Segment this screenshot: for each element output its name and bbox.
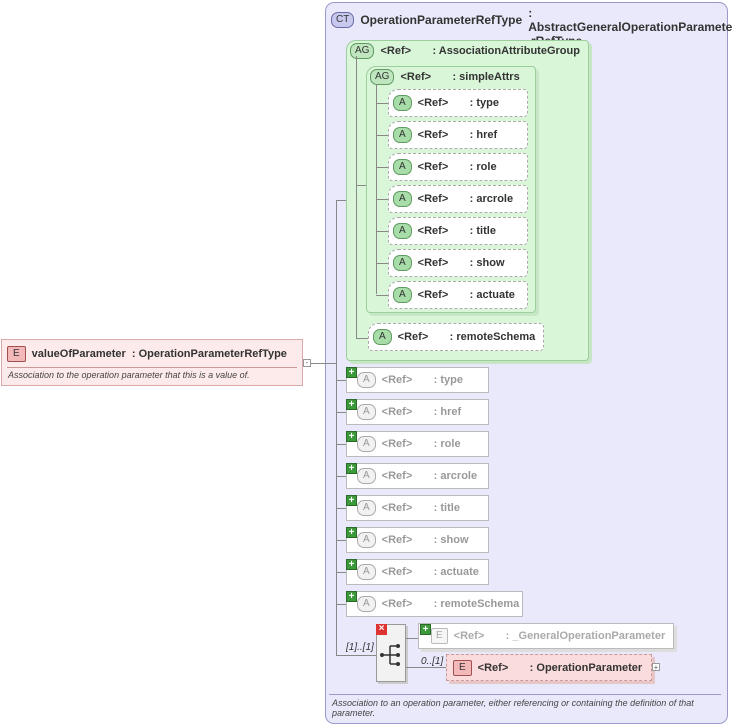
choice-icon [380,644,400,666]
expand-plus-icon[interactable]: + [346,591,357,602]
complex-type-badge: CT [331,12,355,28]
simple-attrs-badge: AG [370,69,395,85]
ag-ref: <Ref> [380,45,412,57]
complex-type-name: OperationParameterRefType [360,13,523,27]
branch [376,135,388,136]
branch [376,199,388,200]
expand-toggle-icon[interactable]: + [652,663,660,672]
simple-attrs-header: AG <Ref> : simpleAttrs [370,69,520,85]
ct-divider [329,694,721,695]
collapse-toggle-icon[interactable]: - [303,359,311,367]
inherited-attr-role[interactable]: A<Ref>: role [346,431,489,457]
branch [376,103,388,104]
attr-href[interactable]: A<Ref>: href [388,121,528,149]
ag-branch-simple [356,185,366,186]
branch [376,167,388,168]
root-element-type: : OperationParameterRefType [131,348,287,360]
inherited-attr-actuate[interactable]: A<Ref>: actuate [346,559,489,585]
simple-attrs-name: : simpleAttrs [452,71,520,83]
branch [336,508,346,509]
branch [336,444,346,445]
choice-compositor[interactable] [376,624,406,682]
branch [336,604,346,605]
attr-title[interactable]: A<Ref>: title [388,217,528,245]
expand-plus-icon[interactable]: + [346,527,357,538]
choice-cardinality: [1]..[1] [346,642,374,653]
branch [336,572,346,573]
branch [406,638,418,639]
choice-branch [336,655,376,656]
inherited-attr-arcrole[interactable]: A<Ref>: arcrole [346,463,489,489]
root-element-box[interactable]: E valueOfParameter : OperationParameterR… [1,339,303,386]
attr-remote-schema[interactable]: A<Ref>: remoteSchema [368,323,544,351]
element-badge: E [7,346,26,362]
simple-attrs-line [376,84,377,294]
branch [336,476,346,477]
expand-plus-icon[interactable]: + [346,559,357,570]
branch [376,295,388,296]
expand-plus-icon[interactable]: + [346,367,357,378]
trunk-stub [325,363,337,364]
root-divider [7,367,297,368]
branch [336,412,346,413]
inherited-attr-show[interactable]: A<Ref>: show [346,527,489,553]
branch-ag [336,200,346,201]
complex-type-base: : AbstractGeneralOperationParamete [528,6,733,34]
inherited-attr-title[interactable]: A<Ref>: title [346,495,489,521]
inherited-attr-href[interactable]: A<Ref>: href [346,399,489,425]
branch [336,380,346,381]
inherited-attr-remote-schema[interactable]: A<Ref>: remoteSchema [346,591,523,617]
branch [336,540,346,541]
branch [376,263,388,264]
expand-plus-icon[interactable]: + [346,495,357,506]
general-operation-parameter[interactable]: E <Ref> : _GeneralOperationParameter [418,623,674,649]
ag-inner-line [356,56,357,339]
branch [376,231,388,232]
remove-x-icon[interactable]: × [376,624,387,635]
connector-line [311,363,325,364]
expand-plus-icon[interactable]: + [346,463,357,474]
attr-role[interactable]: A<Ref>: role [388,153,528,181]
expand-plus-icon[interactable]: + [346,431,357,442]
attr-type[interactable]: A<Ref>: type [388,89,528,117]
branch [406,667,446,668]
inherited-attr-type[interactable]: A<Ref>: type [346,367,489,393]
ag-badge: AG [350,43,375,59]
root-element-description: Association to the operation parameter t… [8,370,250,380]
ag-branch-remote [356,338,370,339]
simple-attrs-ref: <Ref> [400,71,432,83]
operation-parameter-element[interactable]: E <Ref> : OperationParameter [446,654,652,681]
attr-show[interactable]: A<Ref>: show [388,249,528,277]
association-group-header: AG <Ref> : AssociationAttributeGroup [350,43,580,59]
expand-plus-icon[interactable]: + [346,399,357,410]
attr-actuate[interactable]: A<Ref>: actuate [388,281,528,309]
expand-plus-icon[interactable]: + [420,624,431,635]
attr-arcrole[interactable]: A<Ref>: arcrole [388,185,528,213]
root-element-name: valueOfParameter [31,348,126,360]
ag-name: : AssociationAttributeGroup [432,45,580,57]
trunk-line [336,200,337,656]
complex-type-description: Association to an operation parameter, e… [332,698,694,718]
operation-parameter-cardinality: 0..[1] [421,656,444,667]
